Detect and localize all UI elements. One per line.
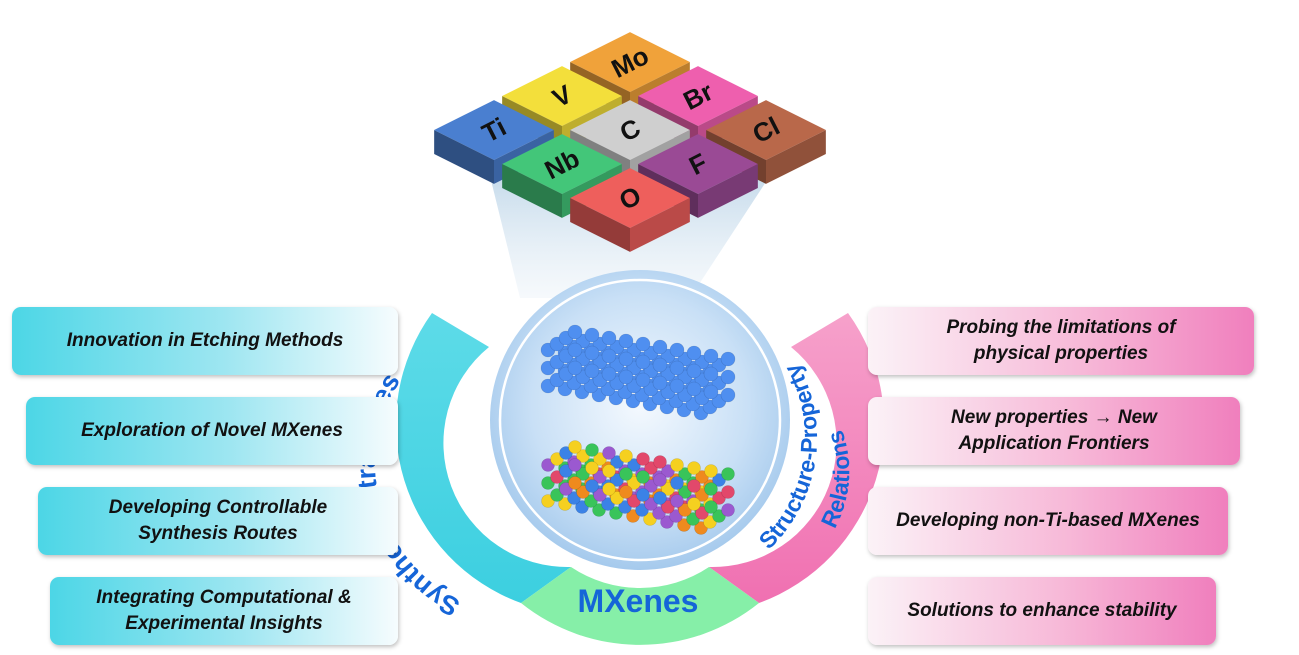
atom — [568, 458, 582, 472]
atom — [720, 369, 736, 385]
right-box-3-text: Developing non-Ti-based MXenes — [896, 510, 1200, 531]
left-box-4-text: Integrating Computational &Experimental … — [96, 587, 352, 634]
left-box-2-text: Exploration of Novel MXenes — [81, 420, 343, 441]
atom — [568, 440, 582, 454]
left-box-2: Exploration of Novel MXenes — [26, 397, 398, 465]
atom — [704, 482, 718, 496]
synthetic-strategies-arc — [395, 313, 571, 603]
atom — [636, 488, 650, 502]
atom — [687, 479, 701, 493]
atom — [670, 476, 684, 490]
right-box-4: Solutions to enhance stability — [868, 577, 1216, 645]
atom — [669, 378, 685, 394]
hub-inner-ring — [498, 278, 782, 562]
atom — [686, 363, 702, 379]
atom — [653, 455, 667, 469]
atom — [686, 381, 702, 397]
left-box-1: Innovation in Etching Methods — [12, 307, 398, 375]
atom — [721, 467, 735, 481]
atom — [601, 366, 617, 382]
left-box-1-text: Innovation in Etching Methods — [66, 330, 344, 351]
right-box-3: Developing non-Ti-based MXenes — [868, 487, 1228, 555]
atom — [704, 500, 718, 514]
atom — [652, 339, 668, 355]
atom — [567, 342, 583, 358]
atom — [618, 333, 634, 349]
right-box-4-text: Solutions to enhance stability — [907, 600, 1177, 621]
atom — [585, 443, 599, 457]
hub-circle — [490, 270, 790, 570]
atom — [567, 360, 583, 376]
atom — [686, 345, 702, 361]
atom — [669, 360, 685, 376]
atom — [652, 357, 668, 373]
left-box-4: Integrating Computational &Experimental … — [50, 577, 398, 645]
atom — [584, 363, 600, 379]
atom — [703, 384, 719, 400]
atom — [635, 336, 651, 352]
atom — [568, 476, 582, 490]
structure-property-arc — [709, 313, 885, 603]
atom — [636, 452, 650, 466]
atom — [721, 503, 735, 517]
atom — [687, 497, 701, 511]
atom — [670, 494, 684, 508]
atom — [618, 351, 634, 367]
atom — [601, 348, 617, 364]
atom — [619, 485, 633, 499]
atom — [652, 375, 668, 391]
atom — [584, 327, 600, 343]
atom — [601, 330, 617, 346]
atom — [619, 467, 633, 481]
atom — [635, 372, 651, 388]
element-tile-o: O — [570, 168, 690, 252]
atom — [703, 366, 719, 382]
atom — [670, 458, 684, 472]
atom — [585, 479, 599, 493]
atom — [636, 470, 650, 484]
atom — [635, 354, 651, 370]
mxenes-arc — [521, 567, 759, 645]
atom — [619, 449, 633, 463]
atom — [585, 461, 599, 475]
atom — [602, 446, 616, 460]
atom — [618, 369, 634, 385]
atom — [567, 324, 583, 340]
atom — [653, 491, 667, 505]
atom — [584, 345, 600, 361]
atom — [653, 473, 667, 487]
atom — [703, 348, 719, 364]
atom — [721, 485, 735, 499]
atom — [720, 351, 736, 367]
mxenes-label: MXenes — [578, 583, 699, 619]
atom — [602, 482, 616, 496]
atom — [704, 464, 718, 478]
atom — [602, 464, 616, 478]
mxene-structure-icon — [540, 324, 736, 535]
atom — [720, 387, 736, 403]
atom — [669, 342, 685, 358]
atom — [687, 461, 701, 475]
